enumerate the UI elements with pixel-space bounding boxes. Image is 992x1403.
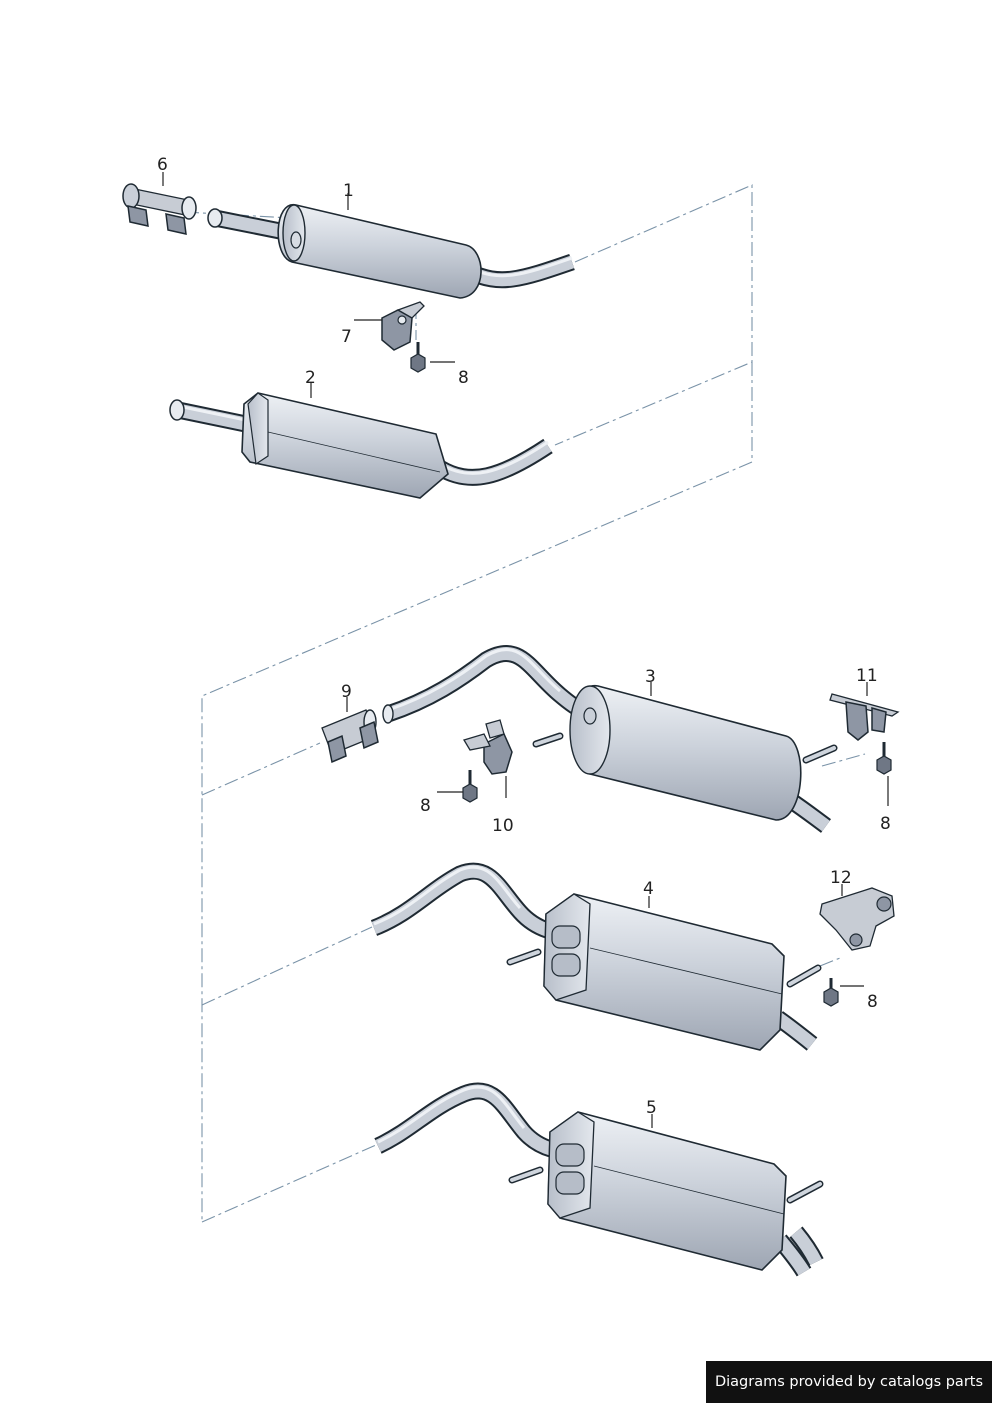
callout-6: 6	[157, 155, 168, 175]
callout-4: 4	[643, 879, 654, 899]
leader-lines	[162, 172, 889, 1128]
callout-10: 10	[492, 816, 514, 836]
callout-5: 5	[646, 1098, 657, 1118]
callout-8-middle-right: 8	[880, 814, 891, 834]
callout-12: 12	[830, 868, 852, 888]
bolt-8-upper[interactable]	[410, 342, 426, 373]
callout-8-middle-left: 8	[420, 796, 431, 816]
source-credit-text: Diagrams provided by catalogs parts	[714, 1374, 984, 1390]
part-12-hanger[interactable]	[819, 887, 895, 951]
callout-3: 3	[645, 667, 656, 687]
part-2-front-muffler[interactable]	[169, 392, 553, 499]
part-10-bracket[interactable]	[463, 719, 513, 775]
part-4-rear-muffler[interactable]	[370, 862, 822, 1051]
part-5-rear-muffler[interactable]	[374, 1082, 824, 1277]
source-credit-badge: Diagrams provided by catalogs parts	[706, 1361, 992, 1403]
callout-2: 2	[305, 368, 316, 388]
part-3-rear-muffler[interactable]	[382, 645, 838, 833]
part-11-hanger[interactable]	[829, 693, 900, 741]
bolt-8-middle-right[interactable]	[876, 742, 892, 775]
callout-8-lower: 8	[867, 992, 878, 1012]
part-1-front-muffler[interactable]	[207, 204, 575, 299]
callout-11: 11	[856, 666, 878, 686]
callout-8-upper: 8	[458, 368, 469, 388]
part-9-clamp[interactable]	[321, 709, 379, 764]
callout-labels: 6 1 7 8 2 9 3 11 8 10 8 4 12 8 5	[157, 155, 891, 1118]
callout-7: 7	[341, 327, 352, 347]
part-7-hanger-bracket[interactable]	[381, 301, 425, 351]
callout-1: 1	[343, 181, 354, 201]
part-6-clamp[interactable]	[122, 183, 197, 235]
dashed-guide-lines	[184, 184, 866, 1223]
bolt-8-middle-left[interactable]	[462, 770, 478, 803]
bolt-8-lower[interactable]	[823, 978, 839, 1007]
callout-9: 9	[341, 682, 352, 702]
